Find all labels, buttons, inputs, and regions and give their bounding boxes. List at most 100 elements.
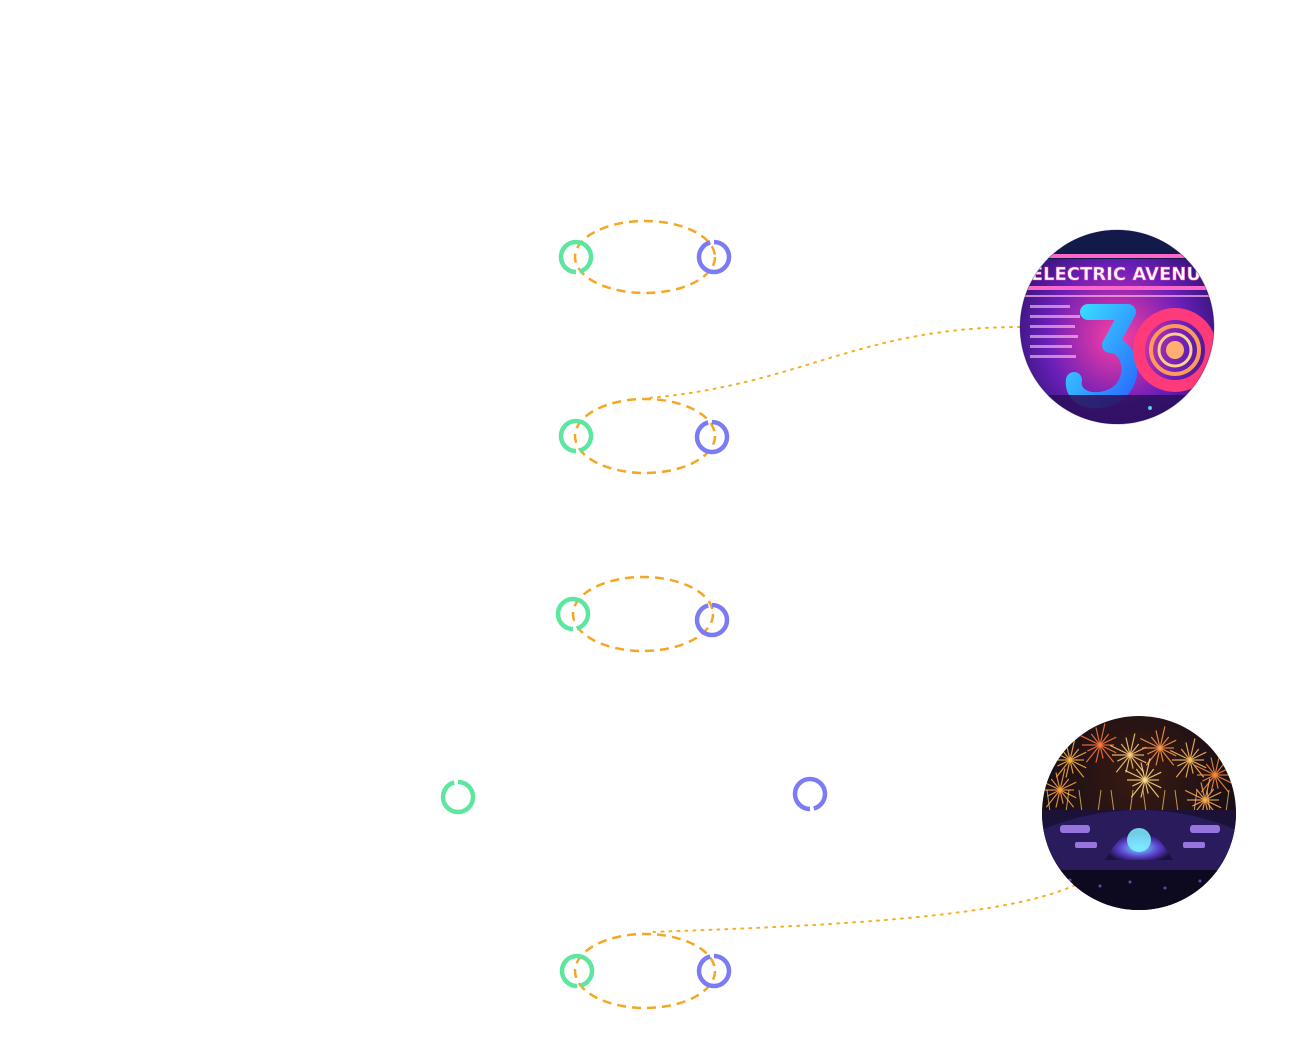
firework-spark <box>1125 754 1131 773</box>
ring-node[interactable] <box>558 418 594 454</box>
firework-spark <box>1069 751 1087 761</box>
firework-spark <box>1204 778 1211 801</box>
firework-spark <box>1140 779 1146 798</box>
ring-node[interactable] <box>696 953 732 989</box>
firework-spark <box>1069 759 1074 774</box>
ring-node[interactable] <box>440 779 476 815</box>
firework-spark <box>1099 736 1117 746</box>
firework-trail <box>1046 789 1051 813</box>
firework-spark <box>1189 759 1207 769</box>
firework-spark <box>1214 774 1219 789</box>
firework-spark <box>1129 754 1134 769</box>
firework-spark <box>1144 779 1149 794</box>
ring-node[interactable] <box>696 239 732 275</box>
firework-spark <box>1204 799 1222 809</box>
firework-spark <box>1099 723 1106 746</box>
dashed-loop <box>571 575 715 653</box>
firework-spark <box>1155 747 1161 766</box>
ring-node[interactable] <box>694 419 730 455</box>
firework-spark <box>1069 748 1080 761</box>
firework-spark <box>1099 744 1117 754</box>
firework-spark <box>1132 779 1146 787</box>
firework-spark <box>1059 781 1077 791</box>
firework-trail <box>1193 789 1198 813</box>
firework-spark <box>1144 771 1162 781</box>
firework-spark <box>1214 774 1232 784</box>
firework-trail <box>1225 789 1230 813</box>
dashed-loop <box>573 219 717 295</box>
firework-spark <box>1069 759 1087 769</box>
firework-trail <box>1110 789 1115 813</box>
firework-spark <box>1144 779 1162 789</box>
firework-spark <box>1195 788 1206 801</box>
firework-spark <box>1099 744 1104 759</box>
firework-spark <box>1047 789 1061 797</box>
firework-spark <box>1194 764 1216 776</box>
firework-spark <box>1120 743 1131 756</box>
dashed-loop <box>573 397 717 475</box>
firework-trail <box>1206 789 1211 813</box>
firework-spark <box>1189 751 1207 761</box>
firework-spark <box>1115 754 1131 773</box>
firework-spark <box>1210 774 1216 793</box>
firework-trail <box>1161 789 1166 813</box>
firework-spark <box>1109 744 1131 756</box>
firework-spark <box>1124 769 1146 781</box>
stadium-lights <box>1030 305 1080 358</box>
firework-spark <box>1200 782 1206 801</box>
firework-spark <box>1159 736 1170 749</box>
firework-spark <box>1085 744 1101 763</box>
firework-spark <box>1130 779 1146 798</box>
firework-spark <box>1185 759 1191 778</box>
firework-spark <box>1169 749 1191 761</box>
firework-spark <box>1129 754 1145 773</box>
fireworks <box>1042 723 1232 818</box>
firework-spark <box>1147 747 1161 755</box>
firework-spark <box>1055 789 1061 808</box>
photo-links <box>647 326 1076 933</box>
firework-spark <box>1189 748 1200 761</box>
firework-spark <box>1159 747 1177 757</box>
firework-spark <box>1159 739 1177 749</box>
firework-spark <box>1055 759 1071 778</box>
firework-spark <box>1129 743 1140 756</box>
firework-spark <box>1175 759 1191 778</box>
firework-spark <box>1059 789 1064 804</box>
ring-node[interactable] <box>559 953 595 989</box>
firework-spark <box>1202 774 1216 782</box>
firework-spark <box>1140 762 1146 781</box>
firework-spark <box>1057 759 1071 767</box>
photo-fireworks-stage[interactable] <box>1040 715 1237 911</box>
firework-spark <box>1129 754 1147 764</box>
firework-spark <box>1087 744 1101 752</box>
firework-spark <box>1065 759 1071 778</box>
firework-spark <box>1204 788 1215 801</box>
firework-spark <box>1059 768 1066 791</box>
firework-trail <box>1174 789 1179 813</box>
firework-spark <box>1139 737 1161 749</box>
firework-spark <box>1184 789 1206 801</box>
firework-spark <box>1069 738 1076 761</box>
firework-spark <box>1129 733 1136 756</box>
ring-node[interactable] <box>694 602 730 638</box>
firework-spark <box>1177 759 1191 767</box>
firework-spark <box>1144 779 1160 798</box>
dashed-loops <box>571 219 717 1010</box>
firework-trail <box>1129 789 1134 813</box>
firework-trail <box>1065 789 1070 813</box>
firework-spark <box>1150 736 1161 749</box>
ring-node[interactable] <box>555 596 591 632</box>
electric-avenue-sign: ELECTRIC AVENUE <box>1031 264 1214 285</box>
firework-spark <box>1117 754 1131 762</box>
ring-node[interactable] <box>558 239 594 275</box>
firework-trail <box>1097 789 1102 813</box>
firework-spark <box>1059 789 1075 808</box>
firework-spark <box>1090 733 1101 746</box>
firework-spark <box>1125 737 1131 756</box>
firework-spark <box>1144 768 1155 781</box>
dashed-loop <box>573 932 717 1010</box>
firework-spark <box>1159 747 1164 762</box>
firework-spark <box>1205 763 1216 776</box>
ring-node[interactable] <box>792 776 828 812</box>
